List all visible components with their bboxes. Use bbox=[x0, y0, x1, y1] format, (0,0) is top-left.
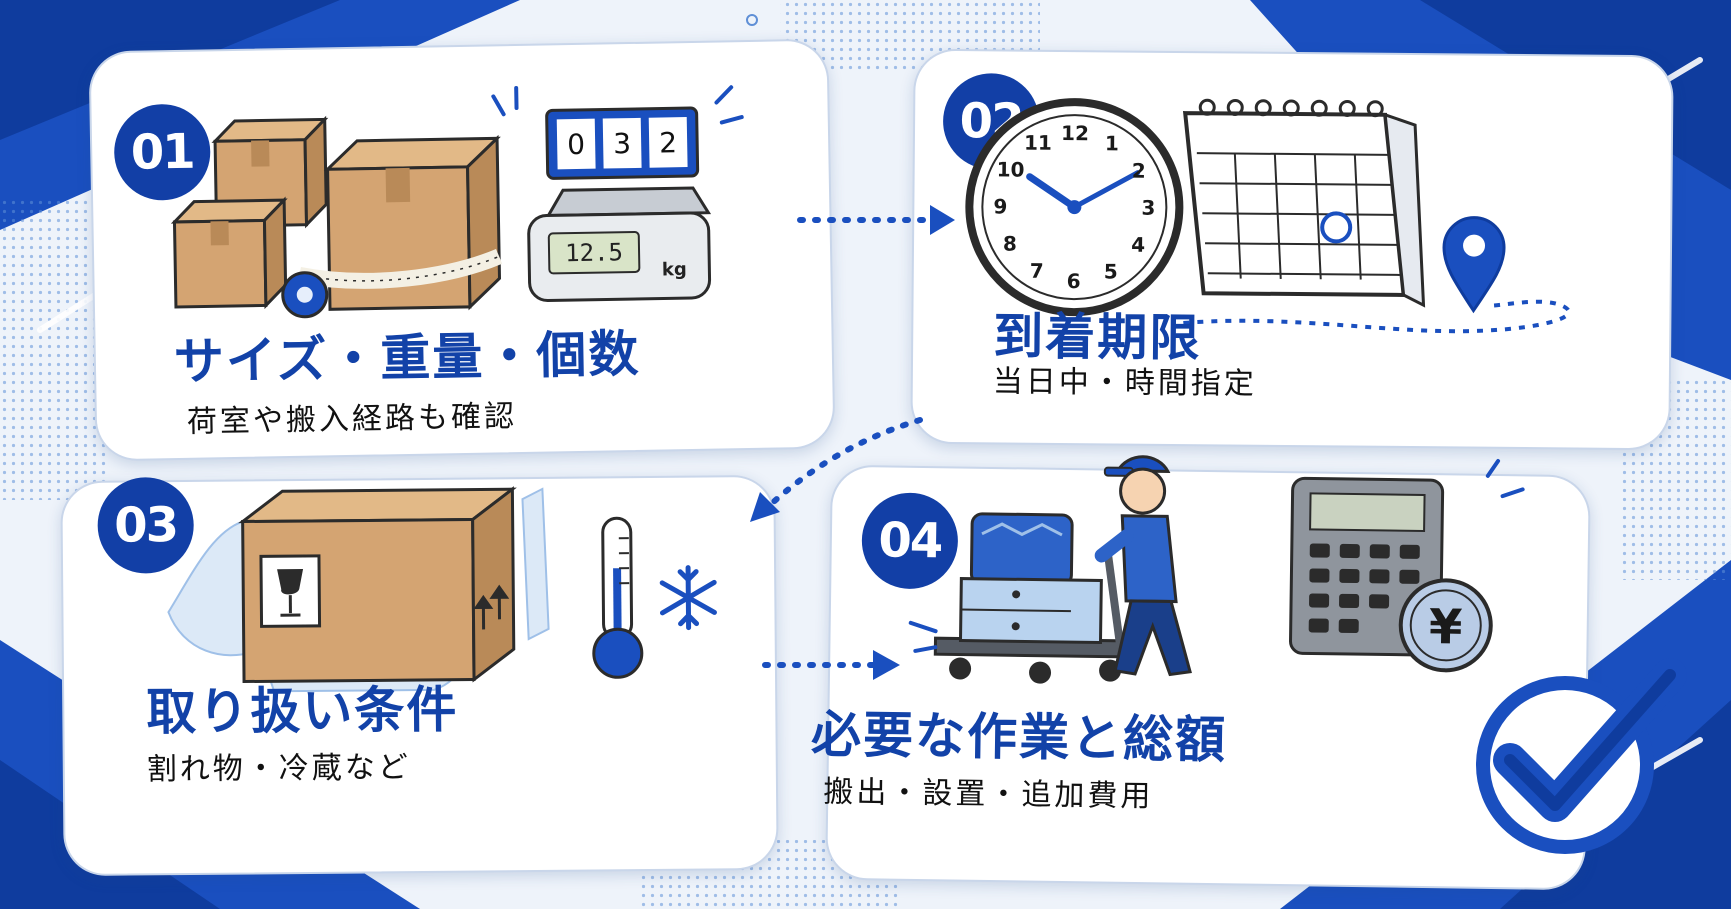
step3-illustration bbox=[167, 486, 717, 693]
snowflake-icon bbox=[659, 565, 717, 631]
clock-numeral: 4 bbox=[1131, 233, 1145, 257]
step-subtitle: 荷室や搬入経路も確認 bbox=[186, 399, 518, 440]
tape-measure-icon bbox=[281, 248, 503, 319]
counter-icon: 0 3 2 bbox=[491, 85, 744, 180]
arrow-step2-to-step3 bbox=[750, 417, 923, 522]
clock-numeral: 3 bbox=[1141, 196, 1155, 220]
step4-illustration: ¥ bbox=[908, 455, 1525, 684]
cabinet-icon bbox=[958, 512, 1103, 645]
clock-numeral: 11 bbox=[1024, 131, 1052, 155]
clock-numeral: 6 bbox=[1067, 269, 1081, 293]
step-card-size-weight: 01 12.5 bbox=[88, 38, 836, 462]
clock-numeral: 9 bbox=[993, 194, 1007, 218]
thermometer-icon bbox=[592, 516, 644, 679]
step-subtitle: 割れ物・冷蔵など bbox=[146, 750, 411, 788]
fragile-box-icon bbox=[238, 486, 517, 684]
cardboard-box-icon bbox=[170, 196, 288, 310]
scale-unit: kg bbox=[662, 259, 687, 280]
currency-symbol: ¥ bbox=[1429, 599, 1463, 655]
clock-numeral: 7 bbox=[1030, 259, 1044, 283]
step-subtitle: 当日中・時間指定 bbox=[992, 364, 1257, 402]
location-pin-icon bbox=[1183, 216, 1571, 334]
clock-numeral: 1 bbox=[1105, 131, 1119, 155]
step1-illustration: 12.5 kg 0 3 2 bbox=[170, 85, 744, 319]
step-card-handling: 03 bbox=[60, 474, 779, 877]
step-title: 取り扱い条件 bbox=[146, 680, 459, 742]
clock-numeral: 2 bbox=[1132, 159, 1146, 183]
arrow-step3-to-step4 bbox=[762, 650, 900, 680]
clock-numeral: 8 bbox=[1003, 231, 1017, 255]
step-title: サイズ・重量・個数 bbox=[173, 324, 641, 392]
yen-coin-icon: ¥ bbox=[1398, 578, 1493, 673]
delivery-worker-icon bbox=[1094, 455, 1192, 677]
clock-numeral: 5 bbox=[1104, 259, 1118, 283]
arrow-step1-to-step2 bbox=[797, 205, 955, 235]
counter-digit: 3 bbox=[613, 127, 631, 160]
clock-numeral: 12 bbox=[1061, 121, 1089, 145]
clock-numeral: 10 bbox=[997, 157, 1025, 181]
step-card-work-cost: 04 bbox=[811, 455, 1591, 891]
calendar-icon bbox=[1182, 98, 1426, 308]
step-title: 必要な作業と総額 bbox=[810, 705, 1228, 770]
scale-reading: 12.5 bbox=[565, 238, 623, 267]
digital-scale-icon: 12.5 kg bbox=[527, 186, 712, 303]
counter-digit: 2 bbox=[659, 126, 677, 159]
step-subtitle: 搬出・設置・追加費用 bbox=[823, 774, 1154, 815]
checkmark-icon bbox=[1476, 658, 1687, 854]
counter-digit: 0 bbox=[567, 128, 585, 161]
